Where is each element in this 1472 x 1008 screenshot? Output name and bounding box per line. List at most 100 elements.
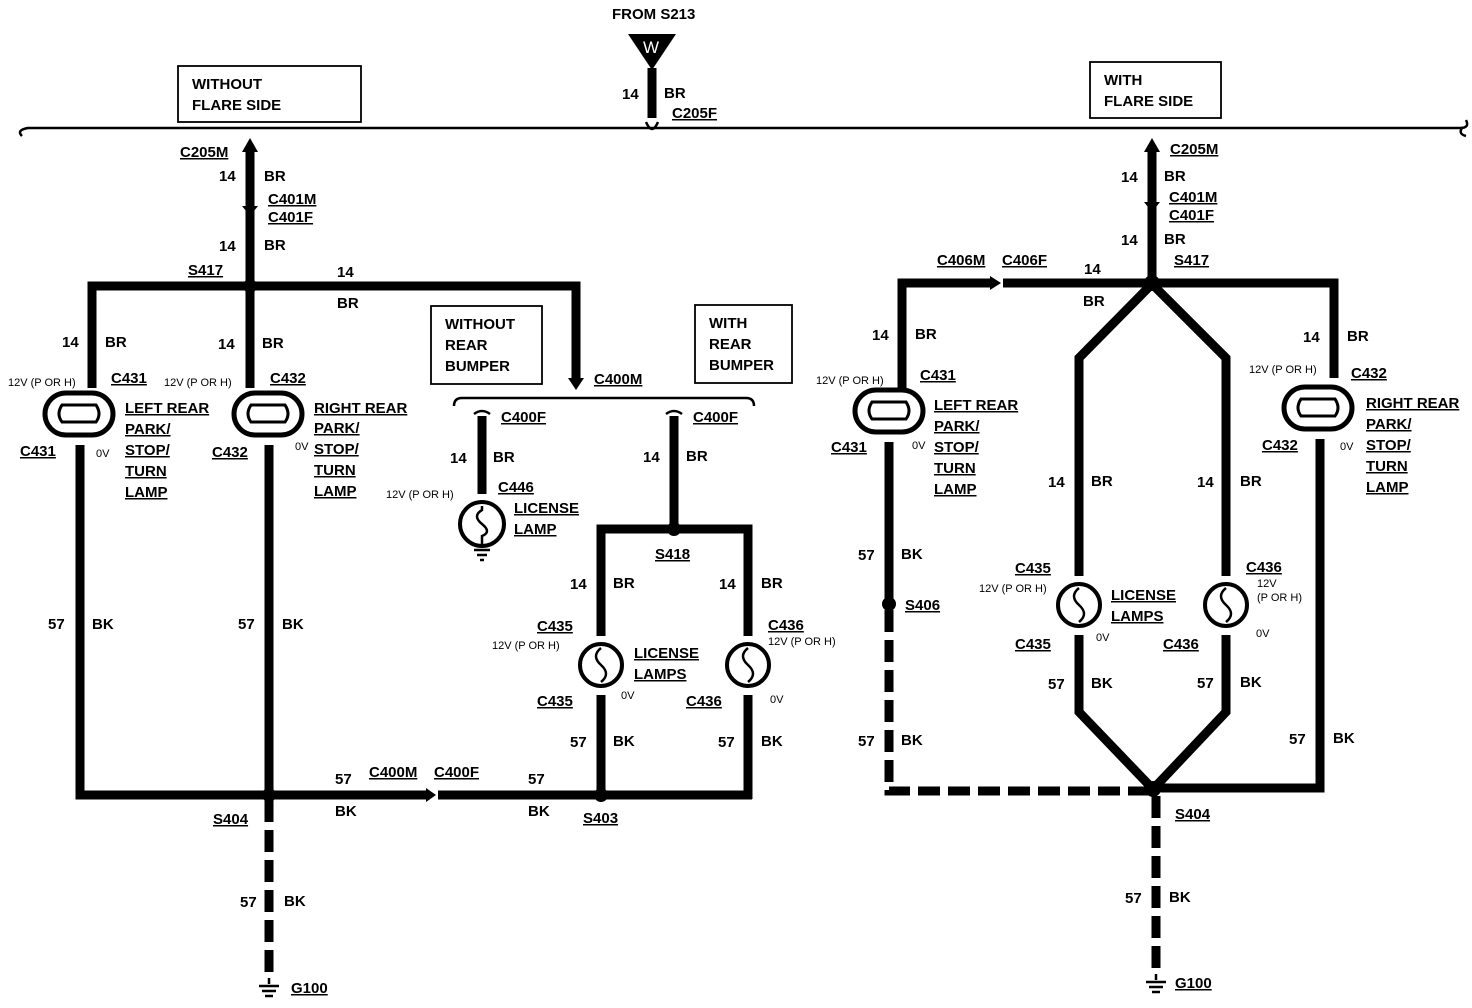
wb-license-name-2: LAMPS	[634, 666, 687, 683]
no-bumper-line2: REAR	[445, 337, 488, 354]
right-lamp-c432-top: C432	[270, 370, 306, 387]
main-bus-line	[18, 119, 1469, 137]
rv-c401f: C401F	[1169, 207, 1214, 224]
no-bumper-c400f: C400F	[501, 409, 546, 426]
right-lamp-ret-color: BK	[282, 616, 304, 633]
no-bumper-color: BR	[493, 449, 515, 466]
left-lamp-c431-bottom: C431	[20, 443, 56, 460]
rv-license-ret-l-color: BK	[1091, 675, 1113, 692]
left-c401f: C401F	[268, 209, 313, 226]
s403-label: S403	[583, 810, 618, 827]
no-bumper-line1: WITHOUT	[445, 316, 515, 333]
right-lamp-name-3: STOP/	[314, 441, 360, 458]
rv-license-left-feed	[1074, 282, 1154, 576]
wb-c436-voltage: 12V (P OR H)	[768, 636, 836, 648]
left-lamp-ret-color: BK	[92, 616, 114, 633]
with-bumper-c400f: C400F	[693, 409, 738, 426]
without-flare-line2: FLARE SIDE	[192, 97, 281, 114]
left-feed-c2: BR	[264, 237, 286, 254]
c406-arrow-icon	[990, 276, 1001, 290]
rv-left-ret-gauge: 57	[858, 547, 875, 564]
rv-left-rear-lamp-icon	[852, 387, 926, 435]
rv-left-name-2: PARK/	[934, 418, 980, 435]
left-lamp-name-2: PARK/	[125, 421, 171, 438]
left-lamp-name-3: STOP/	[125, 442, 171, 459]
splice-w-triangle-icon	[628, 34, 676, 70]
rv-c401-arrow-icon	[1144, 202, 1160, 212]
wb-license-lamp-right-filament-icon	[741, 647, 755, 683]
c401-arrow-icon	[242, 206, 258, 216]
c205f-label: C205F	[672, 105, 717, 122]
rv-left-name-5: LAMP	[934, 481, 977, 498]
wb-c436-bottom: C436	[686, 693, 722, 710]
rv-right-branch-color: BR	[1347, 328, 1369, 345]
rv-ground-symbol-icon	[1146, 974, 1166, 994]
rv-ground-color: BK	[1169, 889, 1191, 906]
rv-left-0v: 0V	[912, 440, 926, 452]
right-lamp-name-1: RIGHT REAR	[314, 400, 408, 417]
rv-license-r-gauge: 14	[1197, 474, 1214, 491]
no-bumper-line3: BUMPER	[445, 358, 510, 375]
c400f-left-icon	[473, 409, 491, 416]
left-s417-bus	[87, 281, 581, 388]
wb-c435-0v: 0V	[621, 690, 635, 702]
without-flare-side-box	[177, 65, 362, 123]
left-lamp-ret-gauge: 57	[48, 616, 65, 633]
rv-feed-g1: 14	[1121, 169, 1138, 186]
rv-s404-splice	[1145, 781, 1161, 797]
right-rear-lamp-filament-icon	[246, 403, 290, 424]
c205m-arrow-icon	[242, 138, 258, 152]
right-lamp-branch-color: BR	[262, 335, 284, 352]
license-lamp-name-2: LAMP	[514, 521, 557, 538]
left-rear-lamp-filament-icon	[57, 403, 101, 424]
left-lamp-name-5: LAMP	[125, 484, 168, 501]
rv-license-l-gauge: 14	[1048, 474, 1065, 491]
rv-c436-top: C436	[1246, 559, 1282, 576]
wb-ret-r-color: BK	[761, 733, 783, 750]
rv-feed-g2: 14	[1121, 232, 1138, 249]
rv-left-branch-gauge: 14	[872, 327, 889, 344]
without-flare-side-variant: WITHOUT FLARE SIDE C205M 14 BR C401M C40…	[8, 65, 836, 998]
left-lamp-name-1: LEFT REAR	[125, 400, 209, 417]
wb-license-lamp-left-filament-icon	[594, 647, 608, 683]
rv-c435-bottom: C435	[1015, 636, 1051, 653]
right-lamp-name-2: PARK/	[314, 420, 360, 437]
with-bumper-gauge: 14	[643, 449, 660, 466]
no-bumper-voltage: 12V (P OR H)	[386, 489, 454, 501]
with-rear-bumper-box	[694, 304, 793, 384]
right-lamp-c432-bottom: C432	[212, 444, 248, 461]
with-bumper-color: BR	[686, 448, 708, 465]
rv-license-ret-r-gauge: 57	[1197, 675, 1214, 692]
rv-c435-voltage: 12V (P OR H)	[979, 583, 1047, 595]
rv-c436-bottom: C436	[1163, 636, 1199, 653]
left-s417-gauge: 14	[337, 264, 354, 281]
with-bumper-line2: REAR	[709, 336, 752, 353]
left-s404-label: S404	[213, 811, 249, 828]
rv-g100-label: G100	[1175, 975, 1212, 992]
rv-c436-0v: 0V	[1256, 628, 1270, 640]
rv-left-name-3: STOP/	[934, 439, 980, 456]
wb-ret-l-gauge: 57	[570, 734, 587, 751]
wb-c435-top: C435	[537, 618, 573, 635]
s403-splice	[594, 788, 608, 802]
left-lamp-0v: 0V	[96, 448, 110, 460]
right-lamp-branch-gauge: 14	[218, 336, 235, 353]
rv-c205m: C205M	[1170, 141, 1218, 158]
s418-left-color: BR	[613, 575, 635, 592]
with-flare-line2: FLARE SIDE	[1104, 93, 1193, 110]
rv-right-return-wire	[1156, 439, 1325, 793]
rv-feed-c2: BR	[1164, 231, 1186, 248]
bus-end-icon	[1459, 127, 1467, 138]
without-flare-line1: WITHOUT	[192, 76, 262, 93]
s418-right-color: BR	[761, 575, 783, 592]
left-s417-label: S417	[188, 262, 223, 279]
left-ground-symbol-icon	[259, 978, 279, 998]
rv-left-rear-lamp-filament-icon	[867, 400, 911, 421]
license-lamp-ground-icon	[474, 548, 490, 562]
rv-license-left-return	[1074, 635, 1154, 790]
ground-bus-c400m: C400M	[369, 764, 417, 781]
right-lamp-0v: 0V	[295, 441, 309, 453]
rv-c436-voltage-2: (P OR H)	[1257, 592, 1302, 604]
rv-c205m-arrow-icon	[1144, 138, 1160, 152]
no-bumper-gauge: 14	[450, 450, 467, 467]
